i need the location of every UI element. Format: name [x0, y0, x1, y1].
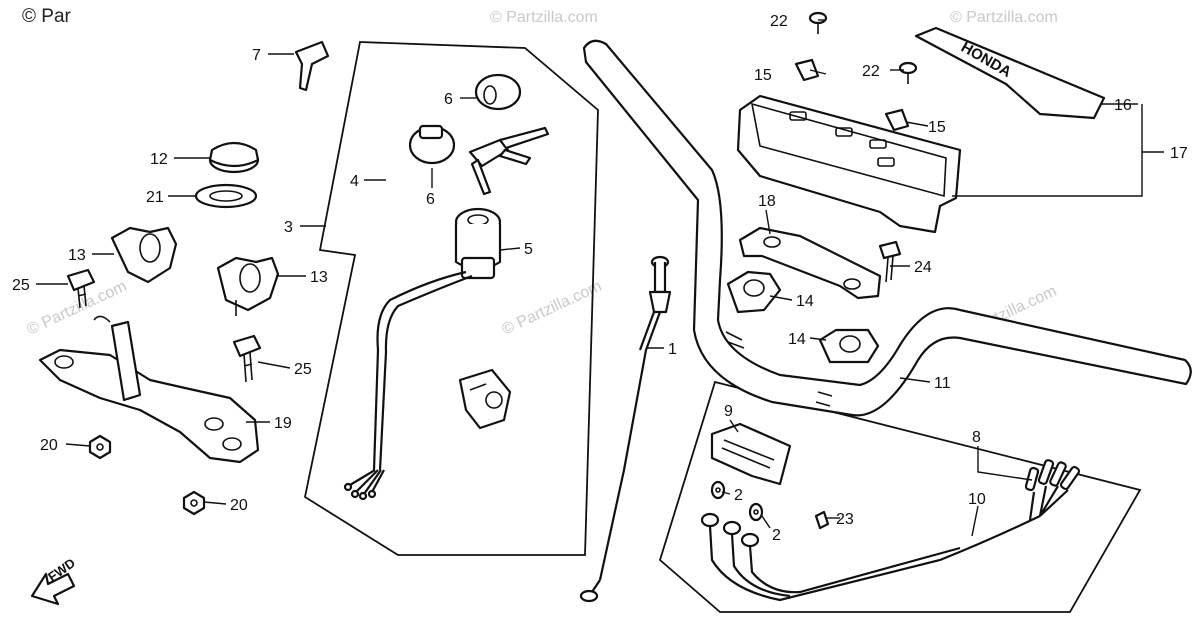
handlebar-holder-upper-left	[110, 226, 178, 284]
nut-bottom	[182, 490, 206, 516]
callout-20: 20	[40, 437, 58, 454]
callout-6: 6	[426, 191, 435, 208]
callout-24: 24	[914, 259, 932, 276]
switch-bracket	[458, 368, 512, 430]
callout-7: 7	[252, 47, 261, 64]
meter-top-plate: HONDA	[914, 26, 1106, 120]
handlebar-holder-lower-upper	[726, 270, 782, 314]
leader-lines	[36, 19, 1164, 537]
callout-8: 8	[972, 429, 981, 446]
watermark-tile: © Partzilla.com	[500, 278, 605, 339]
callout-15: 15	[928, 119, 946, 136]
callout-22: 22	[862, 63, 880, 80]
seat-lock-cap	[474, 73, 522, 111]
screw-23	[814, 510, 830, 530]
key-blank	[294, 40, 330, 92]
callout-1: 1	[668, 341, 677, 358]
callout-14: 14	[788, 331, 806, 348]
callout-18: 18	[758, 193, 776, 210]
screw-upper	[808, 11, 828, 34]
callout-15: 15	[754, 67, 772, 84]
meter-cover	[736, 94, 962, 234]
screw-lower	[898, 61, 918, 84]
corner-watermark: © Par	[22, 6, 72, 27]
ignition-switch-group-outline	[303, 41, 599, 556]
connector-holder	[710, 422, 792, 486]
callout-16: 16	[1114, 97, 1132, 114]
grommet-lower	[884, 108, 910, 132]
harness-connectors	[1024, 459, 1081, 521]
key-set	[408, 124, 550, 196]
callout-9: 9	[724, 403, 733, 420]
bolt-lower	[232, 334, 262, 383]
callout-10: 10	[968, 491, 986, 508]
watermark-tile: © Partzilla.com	[490, 9, 598, 26]
callout-13: 13	[68, 247, 86, 264]
washer	[194, 183, 258, 209]
meter-sub-harness	[700, 512, 1041, 602]
callout-20: 20	[230, 497, 248, 514]
callout-21: 21	[146, 189, 164, 206]
bulb-socket-upper	[710, 480, 726, 500]
callout-6: 6	[444, 91, 453, 108]
callout-12: 12	[150, 151, 168, 168]
meter-bracket	[738, 226, 882, 300]
top-bridge	[38, 315, 260, 464]
cap-nut	[208, 141, 260, 174]
callout-3: 3	[284, 219, 293, 236]
callout-13: 13	[310, 269, 328, 286]
callout-25: 25	[12, 277, 30, 294]
nut-left	[88, 434, 112, 460]
callout-5: 5	[524, 241, 533, 258]
choke-cable	[579, 255, 672, 603]
callout-2: 2	[772, 527, 781, 544]
callout-labels: 7 6 6 5 4 3 12 21 13 13 25 25 19 20 20 1…	[12, 13, 1188, 544]
bulb-socket-lower	[748, 502, 764, 522]
handlebar	[582, 39, 1192, 417]
bolt-upper	[66, 268, 96, 309]
callout-2: 2	[734, 487, 743, 504]
bolt-24	[878, 240, 902, 283]
watermark-tile: © Partzilla.com	[950, 9, 1058, 26]
callout-17: 17	[1170, 145, 1188, 162]
callout-4: 4	[350, 173, 359, 190]
forward-direction-indicator: FWD	[30, 555, 78, 606]
grommet-upper	[794, 58, 820, 82]
ignition-switch	[343, 207, 502, 501]
callout-14: 14	[796, 293, 814, 310]
callout-11: 11	[934, 375, 951, 392]
handlebar-holder-lower-lower	[818, 328, 880, 364]
callout-19: 19	[274, 415, 292, 432]
handlebar-holder-upper-right	[216, 256, 280, 316]
callout-25: 25	[294, 361, 312, 378]
callout-23: 23	[836, 511, 854, 528]
callout-22: 22	[770, 13, 788, 30]
